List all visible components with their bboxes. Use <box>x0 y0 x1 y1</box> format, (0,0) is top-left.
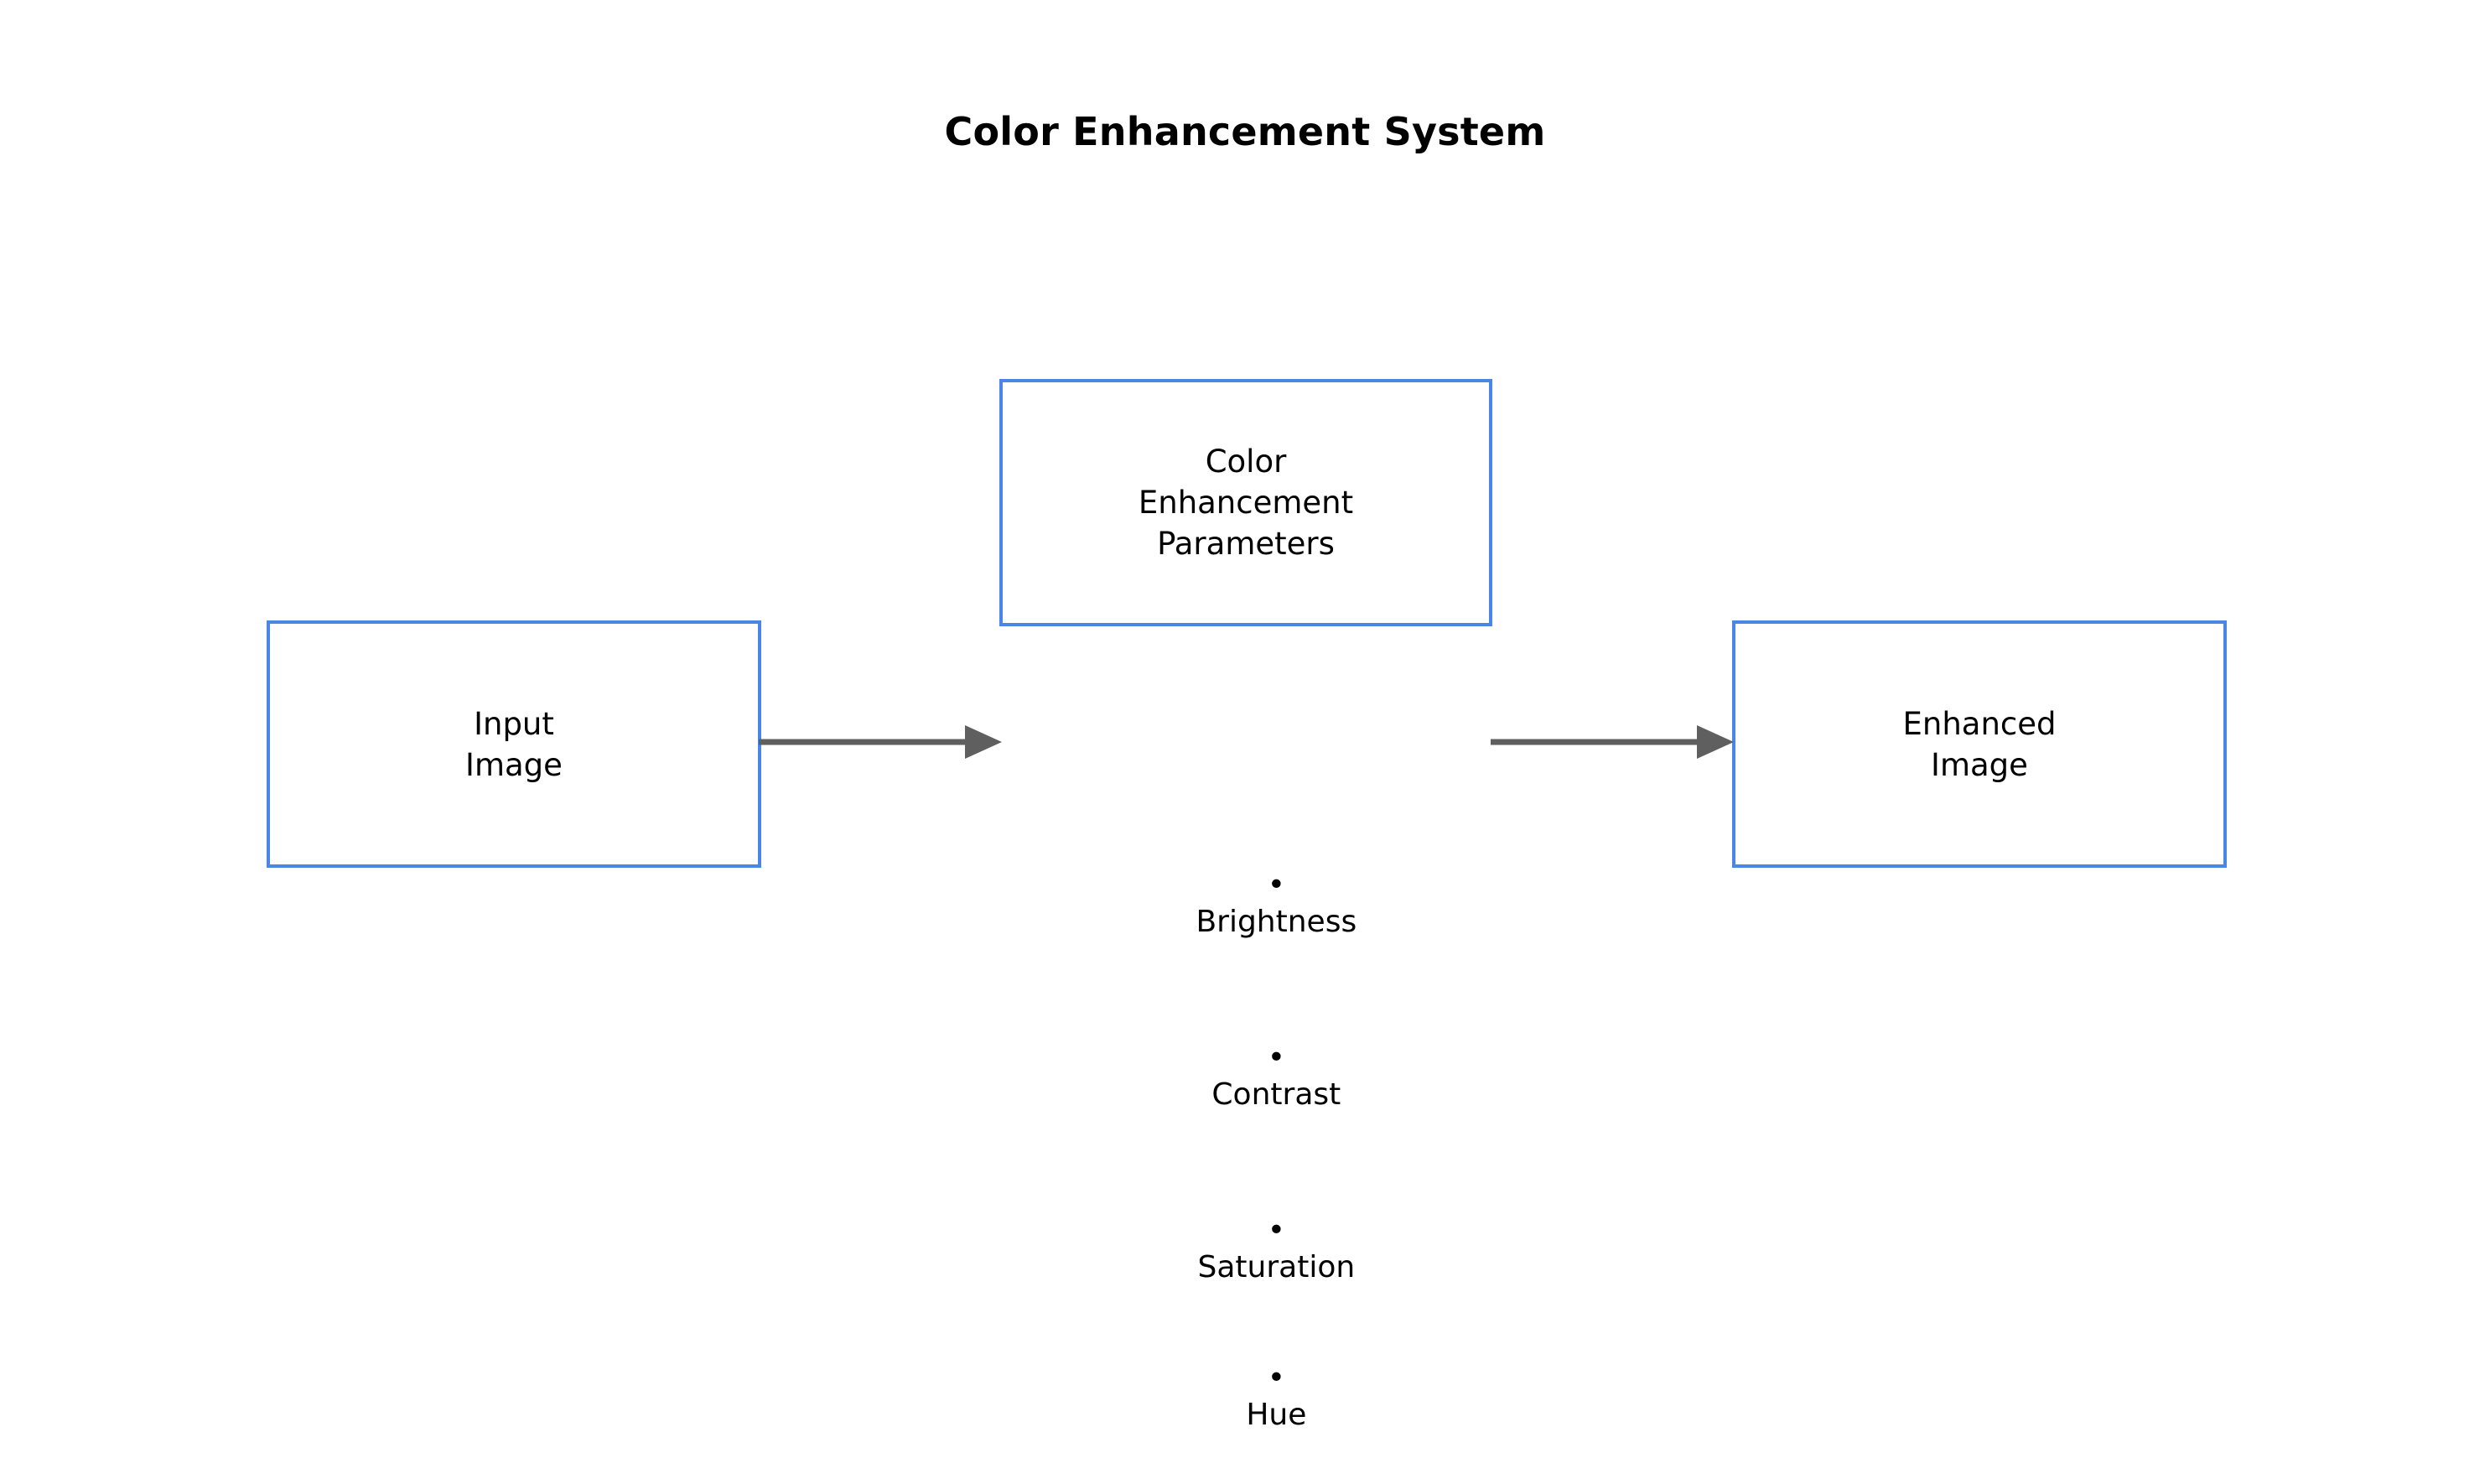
node-enhancement-parameters-label: Color Enhancement Parameters <box>1138 444 1354 562</box>
bullet-icon: • <box>1267 1213 1285 1248</box>
page-title: Color Enhancement System <box>944 109 1546 154</box>
bullet-icon: • <box>1267 1040 1285 1075</box>
list-item: • Brightness <box>996 830 1499 978</box>
arrow-input-to-enhancement-icon <box>759 725 1002 759</box>
node-input-image[interactable]: Input Image <box>267 620 761 868</box>
node-enhanced-image-label: Enhanced Image <box>1902 705 2057 783</box>
parameter-list: • Brightness • Contrast • Saturation • H… <box>996 830 1499 1471</box>
list-item-label: Brightness <box>1196 905 1357 939</box>
bullet-icon: • <box>1267 868 1285 902</box>
list-item: • Hue <box>996 1323 1499 1471</box>
list-item-label: Hue <box>1246 1398 1307 1432</box>
arrow-head <box>1697 725 1734 759</box>
arrow-enhancement-to-output-icon <box>1491 725 1734 759</box>
arrow-head <box>965 725 1002 759</box>
bullet-icon: • <box>1267 1361 1285 1395</box>
node-enhancement-parameters[interactable]: Color Enhancement Parameters <box>999 379 1492 626</box>
list-item: • Saturation <box>996 1175 1499 1323</box>
node-enhanced-image[interactable]: Enhanced Image <box>1732 620 2227 868</box>
list-item-label: Saturation <box>1197 1250 1356 1284</box>
list-item: • Contrast <box>996 1003 1499 1150</box>
node-input-image-label: Input Image <box>465 705 563 783</box>
list-item-label: Contrast <box>1211 1077 1341 1112</box>
